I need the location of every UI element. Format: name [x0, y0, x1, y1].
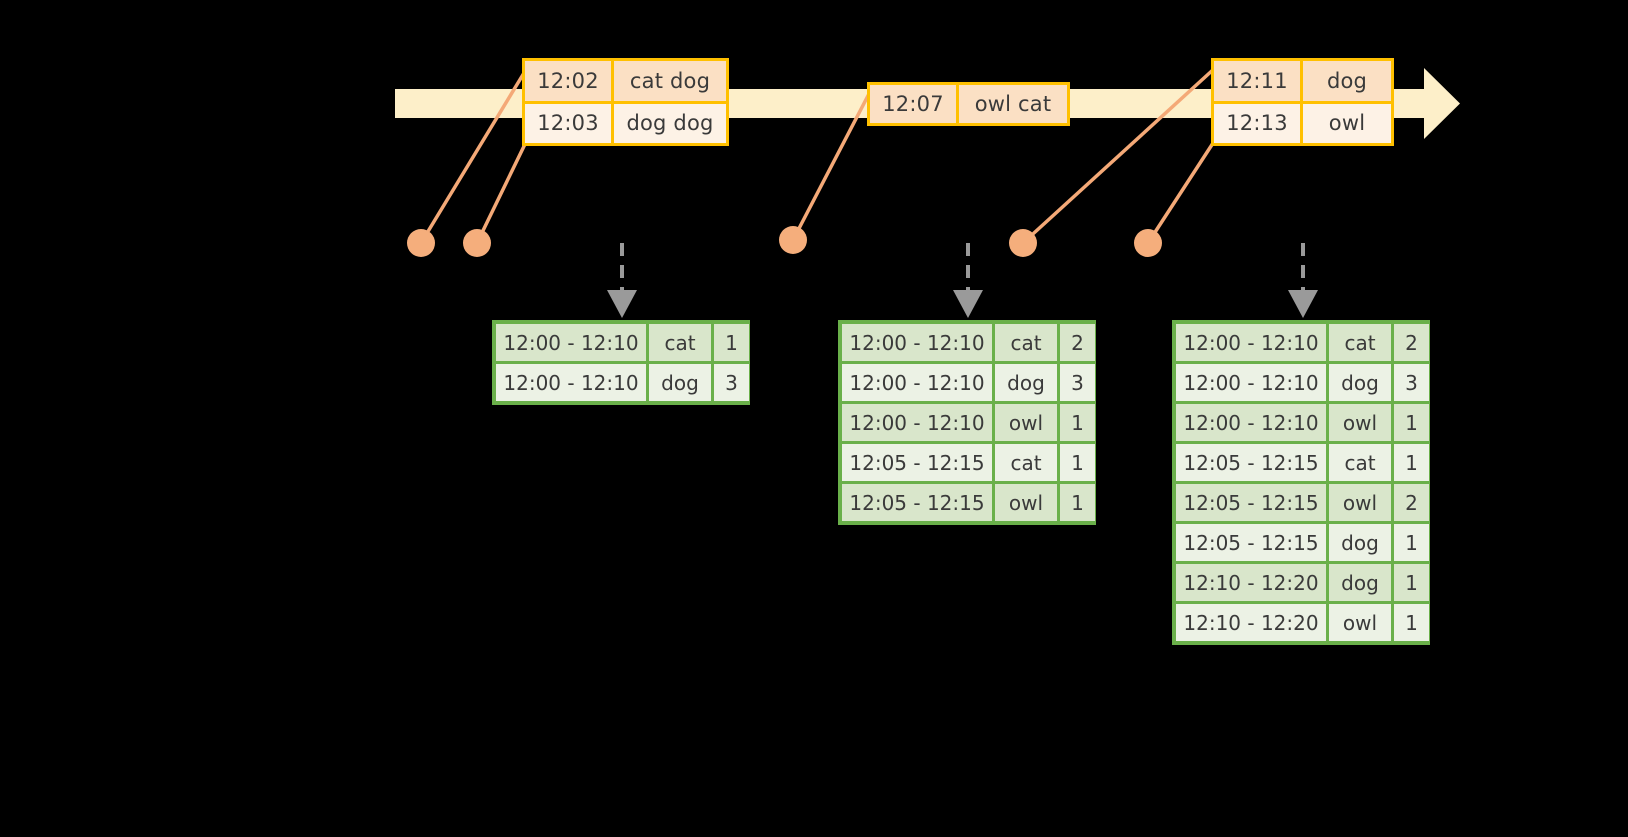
event-time: 12:13	[1214, 103, 1303, 143]
table-row[interactable]: 12:10 - 12:20 dog 1	[1176, 564, 1429, 601]
connector-3	[791, 87, 874, 241]
table-row[interactable]: 12:00 - 12:10 cat 2	[1176, 324, 1429, 361]
event-dot-1	[407, 229, 435, 257]
table-row[interactable]: 12:00 - 12:10 cat 1	[496, 324, 749, 361]
event-row[interactable]: 12:11 dog	[1214, 61, 1391, 101]
table-row[interactable]: 12:00 - 12:10 owl 1	[842, 404, 1095, 441]
cell-word: dog	[649, 364, 711, 401]
cell-word: dog	[1329, 564, 1391, 601]
event-dot-2	[463, 229, 491, 257]
cell-window: 12:10 - 12:20	[1176, 604, 1326, 641]
cell-window: 12:05 - 12:15	[842, 484, 992, 521]
cell-count: 3	[1060, 364, 1095, 401]
cell-count: 1	[714, 324, 749, 361]
event-row[interactable]: 12:03 dog dog	[525, 100, 726, 143]
event-dots	[407, 226, 1162, 257]
cell-count: 2	[1394, 484, 1429, 521]
cell-window: 12:05 - 12:15	[1176, 484, 1326, 521]
event-time: 12:11	[1214, 61, 1303, 101]
event-box-2[interactable]: 12:07 owl cat	[867, 82, 1070, 126]
cell-window: 12:00 - 12:10	[1176, 324, 1326, 361]
cell-count: 1	[1060, 444, 1095, 481]
event-value: owl cat	[959, 85, 1067, 123]
table-row[interactable]: 12:00 - 12:10 dog 3	[842, 364, 1095, 401]
event-box-1[interactable]: 12:02 cat dog 12:03 dog dog	[522, 58, 729, 146]
cell-word: owl	[1329, 484, 1391, 521]
cell-word: cat	[649, 324, 711, 361]
cell-count: 2	[1060, 324, 1095, 361]
cell-word: cat	[995, 444, 1057, 481]
trigger-arrowhead-2	[953, 290, 983, 318]
table-row[interactable]: 12:05 - 12:15 owl 2	[1176, 484, 1429, 521]
event-dot-5	[1134, 229, 1162, 257]
event-time: 12:03	[525, 103, 614, 143]
cell-count: 1	[1394, 604, 1429, 641]
cell-window: 12:05 - 12:15	[1176, 524, 1326, 561]
trigger-arrowhead-1	[607, 290, 637, 318]
event-value: dog	[1303, 61, 1391, 101]
cell-word: owl	[995, 484, 1057, 521]
cell-window: 12:05 - 12:15	[1176, 444, 1326, 481]
trigger-arrowheads	[607, 290, 1318, 318]
cell-count: 1	[1060, 484, 1095, 521]
table-row[interactable]: 12:00 - 12:10 dog 3	[1176, 364, 1429, 401]
cell-count: 3	[1394, 364, 1429, 401]
cell-word: owl	[995, 404, 1057, 441]
cell-window: 12:00 - 12:10	[1176, 404, 1326, 441]
cell-count: 3	[714, 364, 749, 401]
event-time: 12:07	[870, 85, 959, 123]
event-row[interactable]: 12:02 cat dog	[525, 61, 726, 101]
event-row[interactable]: 12:13 owl	[1214, 100, 1391, 143]
table-row[interactable]: 12:10 - 12:20 owl 1	[1176, 604, 1429, 641]
table-row[interactable]: 12:00 - 12:10 dog 3	[496, 364, 749, 401]
cell-count: 1	[1394, 404, 1429, 441]
cell-word: cat	[995, 324, 1057, 361]
cell-window: 12:05 - 12:15	[842, 444, 992, 481]
cell-word: owl	[1329, 604, 1391, 641]
cell-count: 1	[1394, 564, 1429, 601]
table-row[interactable]: 12:05 - 12:15 owl 1	[842, 484, 1095, 521]
event-dot-3	[779, 226, 807, 254]
cell-window: 12:00 - 12:10	[842, 364, 992, 401]
table-row[interactable]: 12:05 - 12:15 dog 1	[1176, 524, 1429, 561]
event-box-3[interactable]: 12:11 dog 12:13 owl	[1211, 58, 1394, 146]
event-value: dog dog	[614, 103, 726, 143]
cell-count: 1	[1394, 524, 1429, 561]
cell-word: dog	[1329, 364, 1391, 401]
table-row[interactable]: 12:00 - 12:10 owl 1	[1176, 404, 1429, 441]
event-row[interactable]: 12:07 owl cat	[870, 85, 1067, 123]
result-table-1[interactable]: 12:00 - 12:10 cat 1 12:00 - 12:10 dog 3	[492, 320, 750, 405]
connector-2	[475, 139, 529, 244]
cell-count: 2	[1394, 324, 1429, 361]
event-value: cat dog	[614, 61, 726, 101]
trigger-arrows	[620, 243, 1305, 292]
table-row[interactable]: 12:00 - 12:10 cat 2	[842, 324, 1095, 361]
cell-count: 1	[1394, 444, 1429, 481]
cell-window: 12:00 - 12:10	[842, 324, 992, 361]
cell-window: 12:00 - 12:10	[496, 364, 646, 401]
event-dot-4	[1009, 229, 1037, 257]
cell-window: 12:10 - 12:20	[1176, 564, 1326, 601]
event-time: 12:02	[525, 61, 614, 101]
connector-5	[1146, 139, 1217, 244]
cell-word: owl	[1329, 404, 1391, 441]
result-table-2[interactable]: 12:00 - 12:10 cat 2 12:00 - 12:10 dog 3 …	[838, 320, 1096, 525]
table-row[interactable]: 12:05 - 12:15 cat 1	[1176, 444, 1429, 481]
event-value: owl	[1303, 103, 1391, 143]
cell-word: dog	[995, 364, 1057, 401]
cell-word: dog	[1329, 524, 1391, 561]
cell-window: 12:00 - 12:10	[842, 404, 992, 441]
cell-count: 1	[1060, 404, 1095, 441]
cell-word: cat	[1329, 444, 1391, 481]
result-table-3[interactable]: 12:00 - 12:10 cat 2 12:00 - 12:10 dog 3 …	[1172, 320, 1430, 645]
cell-window: 12:00 - 12:10	[1176, 364, 1326, 401]
cell-window: 12:00 - 12:10	[496, 324, 646, 361]
cell-word: cat	[1329, 324, 1391, 361]
table-row[interactable]: 12:05 - 12:15 cat 1	[842, 444, 1095, 481]
trigger-arrowhead-3	[1288, 290, 1318, 318]
connector-1	[419, 67, 529, 244]
